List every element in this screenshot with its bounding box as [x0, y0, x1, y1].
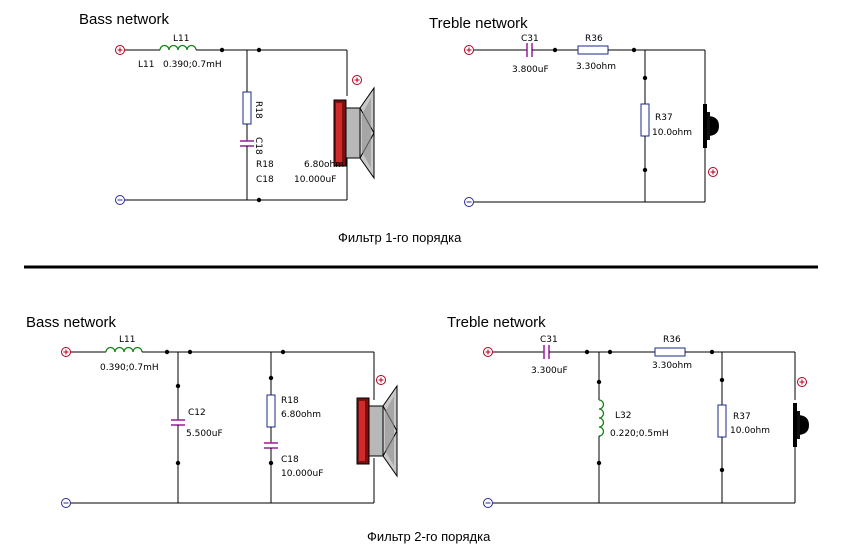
top-tweeter-icon	[703, 104, 719, 148]
top-bass-l11-inductor[interactable]	[159, 44, 197, 51]
bottom-tweeter-icon	[793, 403, 809, 447]
bottom-bass-c12-value: 5.500uF	[186, 429, 223, 439]
bottom-bass-l11-value: 0.390;0.7mH	[100, 363, 159, 373]
bottom-treble-c31-value: 3.300uF	[531, 366, 568, 376]
bottom-treble-positive-terminal[interactable]	[483, 347, 493, 357]
top-treble-r36-resistor[interactable]	[577, 45, 609, 55]
bottom-bass-r18-value: 6.80ohm	[281, 410, 321, 420]
top-bass-c18-value: 10.000uF	[294, 175, 336, 185]
top-treble-c31-value: 3.800uF	[512, 65, 549, 75]
top-bass-r18-resistor[interactable]	[242, 91, 252, 125]
top-treble-r37-label: R37	[655, 113, 673, 123]
bottom-tweeter-positive-mark	[797, 377, 807, 387]
top-treble-r37-resistor[interactable]	[640, 103, 650, 137]
bottom-treble-l32-label: L32	[615, 411, 631, 421]
bottom-caption: Фильтр 2-го порядка	[367, 529, 491, 544]
bottom-bass-l11-inductor[interactable]	[105, 346, 143, 353]
top-bass-l11-label: L11	[173, 34, 189, 44]
bottom-bass-c18-value: 10.000uF	[281, 469, 323, 479]
top-bass-r18-value: 6.80ohm	[304, 160, 344, 170]
top-bass-positive-terminal[interactable]	[115, 45, 125, 55]
top-treble-r37-value: 10.0ohm	[652, 128, 692, 138]
bottom-treble-r36-label: R36	[663, 335, 681, 345]
bottom-treble-r36-resistor[interactable]	[654, 347, 686, 357]
top-tweeter-positive-mark	[708, 167, 718, 177]
bottom-bass-title: Bass network	[26, 314, 117, 331]
bottom-treble-r37-label: R37	[733, 412, 751, 422]
top-bass-network: Bass network L11 L11 0.390;0.7mH R18 C18…	[79, 11, 375, 205]
bottom-bass-r18-resistor[interactable]	[266, 394, 276, 428]
top-treble-negative-terminal[interactable]	[464, 197, 474, 207]
top-treble-network: Treble network C31 3.800uF R36 3.30ohm R…	[429, 15, 719, 207]
top-bass-r18-vertical-label: R18	[253, 101, 263, 119]
top-woofer-positive-mark	[352, 75, 362, 85]
bottom-treble-r36-value: 3.30ohm	[652, 361, 692, 371]
bottom-treble-l32-value: 0.220;0.5mH	[610, 429, 669, 439]
top-treble-r36-label: R36	[585, 34, 603, 44]
top-treble-c31-label: C31	[521, 34, 539, 44]
bottom-treble-l32-inductor[interactable]	[598, 399, 605, 437]
bottom-woofer-positive-mark	[376, 375, 386, 385]
top-bass-c18-label: C18	[256, 175, 274, 185]
top-bass-negative-terminal[interactable]	[115, 195, 125, 205]
bottom-bass-negative-terminal[interactable]	[61, 498, 71, 508]
top-bass-r18-label: R18	[256, 160, 274, 170]
bottom-woofer-icon	[356, 385, 398, 477]
bottom-treble-title: Treble network	[447, 314, 546, 331]
top-caption: Фильтр 1-го порядка	[338, 230, 462, 245]
bottom-bass-network: Bass network L11 0.390;0.7mH C12 5.500uF	[26, 314, 398, 508]
top-treble-positive-terminal[interactable]	[464, 45, 474, 55]
bottom-treble-c31-label: C31	[540, 335, 558, 345]
top-bass-title: Bass network	[79, 11, 170, 28]
bottom-bass-l11-label: L11	[119, 335, 135, 345]
bottom-bass-c12-label: C12	[188, 408, 206, 418]
top-bass-c18-vertical-label: C18	[253, 137, 263, 155]
top-bass-l11-left-label: L11	[138, 60, 154, 70]
bottom-treble-network: Treble network C31 3.300uF R36 3.30ohm L…	[447, 314, 809, 508]
bottom-treble-negative-terminal[interactable]	[483, 498, 493, 508]
bottom-treble-r37-resistor[interactable]	[717, 404, 727, 438]
bottom-bass-positive-terminal[interactable]	[61, 347, 71, 357]
top-treble-r36-value: 3.30ohm	[576, 62, 616, 72]
bottom-bass-c18-label: C18	[281, 455, 299, 465]
bottom-bass-r18-label: R18	[281, 396, 299, 406]
top-bass-l11-value: 0.390;0.7mH	[163, 60, 222, 70]
top-treble-title: Treble network	[429, 15, 528, 32]
bottom-treble-r37-value: 10.0ohm	[730, 426, 770, 436]
